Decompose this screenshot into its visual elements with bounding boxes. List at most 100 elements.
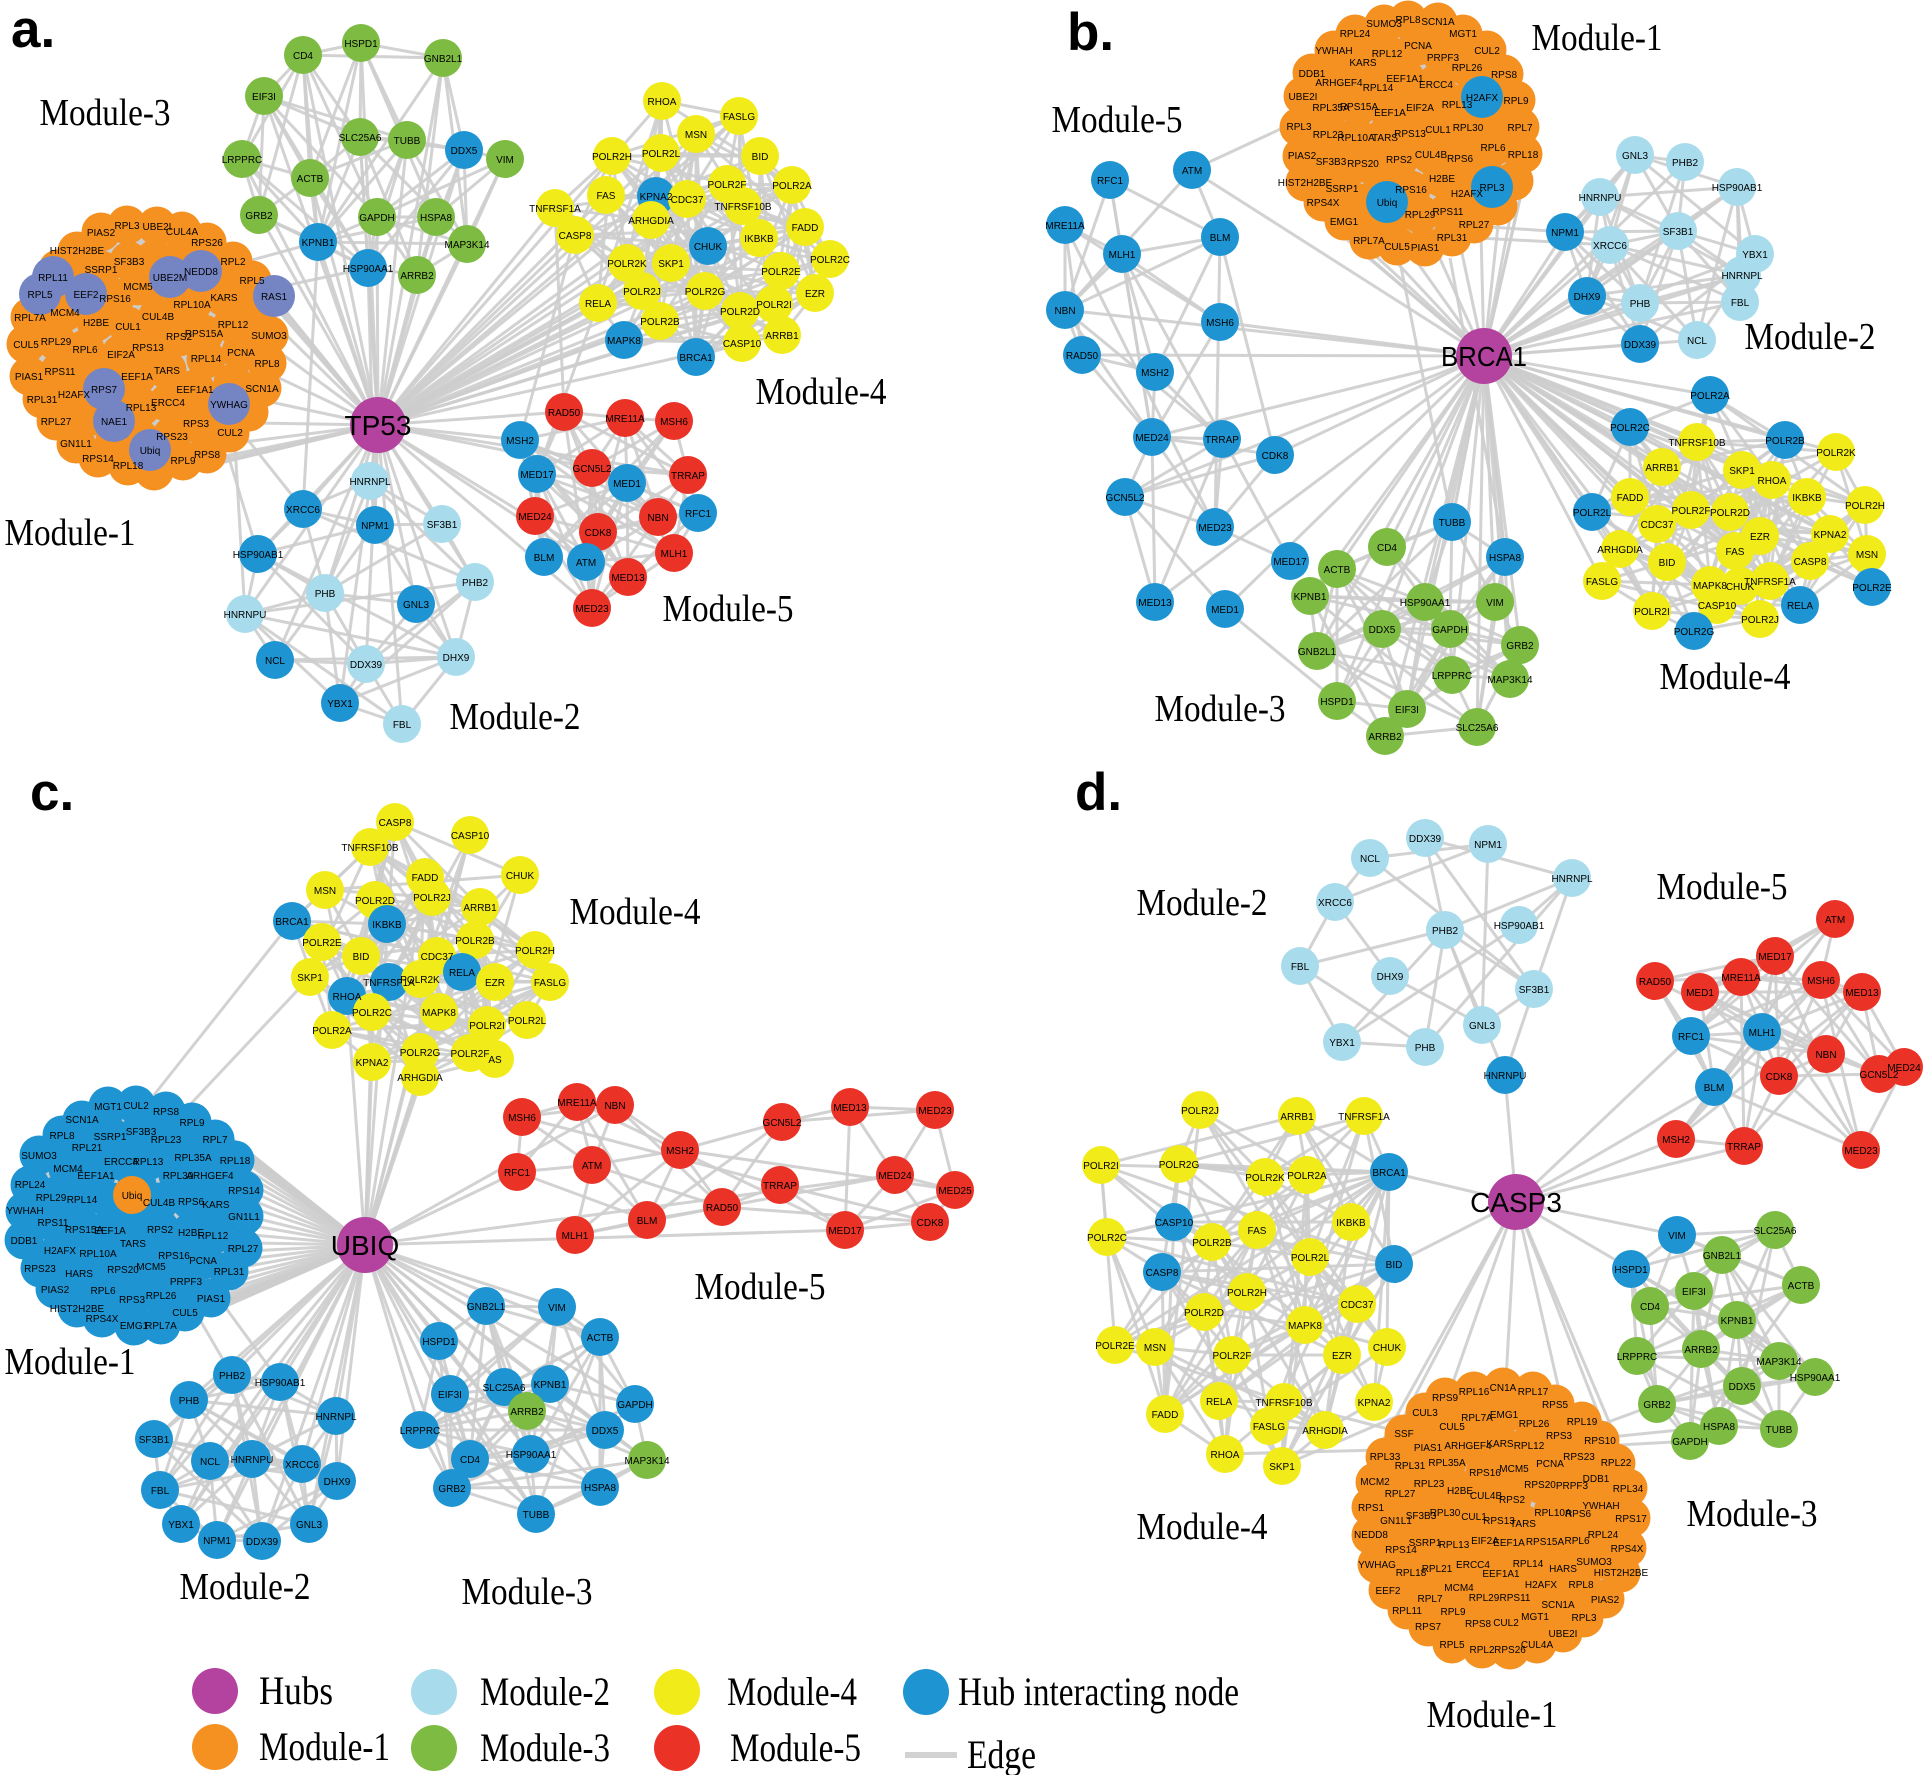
svg-text:RPL3: RPL3 (1286, 122, 1311, 133)
svg-text:Module-1: Module-1 (5, 512, 136, 554)
svg-text:NPM1: NPM1 (361, 521, 389, 532)
svg-text:RPL29: RPL29 (36, 1193, 67, 1204)
svg-text:SKP1: SKP1 (297, 973, 323, 984)
svg-text:MED23: MED23 (918, 1106, 952, 1117)
svg-text:FBL: FBL (151, 1486, 170, 1497)
svg-text:RPL9: RPL9 (179, 1118, 204, 1129)
svg-text:KARS: KARS (1486, 1439, 1514, 1450)
svg-text:MGT1: MGT1 (1449, 29, 1477, 40)
svg-text:RPS23: RPS23 (1563, 1452, 1595, 1463)
svg-text:MSH6: MSH6 (660, 417, 688, 428)
svg-text:YWHAH: YWHAH (1582, 1501, 1619, 1512)
svg-text:RAD50: RAD50 (1639, 977, 1672, 988)
svg-text:CDC37: CDC37 (1641, 520, 1674, 531)
svg-text:MAP3K14: MAP3K14 (624, 1456, 669, 1467)
svg-text:SCN1A: SCN1A (1421, 17, 1455, 28)
svg-text:SUMO3: SUMO3 (1576, 1557, 1612, 1568)
svg-text:EIF3I: EIF3I (1682, 1287, 1706, 1298)
svg-text:BID: BID (1659, 558, 1676, 569)
svg-text:HIST2H2BE: HIST2H2BE (1594, 1568, 1649, 1579)
svg-text:SKP1: SKP1 (1269, 1462, 1295, 1473)
svg-text:RPL23: RPL23 (1313, 130, 1344, 141)
svg-text:MRE11A: MRE11A (1045, 221, 1085, 232)
svg-text:EIF2A: EIF2A (1406, 103, 1434, 114)
svg-text:YWHAG: YWHAG (1358, 1560, 1396, 1571)
svg-text:HSPD1: HSPD1 (422, 1337, 456, 1348)
svg-text:EIF3I: EIF3I (438, 1390, 462, 1401)
svg-text:LRPPRC: LRPPRC (222, 155, 263, 166)
svg-text:MAPK8: MAPK8 (1288, 1321, 1322, 1332)
svg-text:SUMO3: SUMO3 (21, 1151, 57, 1162)
svg-text:TNFRSF10B: TNFRSF10B (341, 843, 399, 854)
svg-text:ARHGEF4: ARHGEF4 (1444, 1441, 1492, 1452)
svg-text:POLR2A: POLR2A (312, 1026, 352, 1037)
svg-text:CDK8: CDK8 (1262, 451, 1289, 462)
svg-text:CD4: CD4 (460, 1455, 480, 1466)
svg-text:SF3B3: SF3B3 (114, 257, 145, 268)
svg-text:MAP3K14: MAP3K14 (1756, 1357, 1801, 1368)
svg-text:MLH1: MLH1 (661, 549, 688, 560)
svg-text:HARS: HARS (1549, 1564, 1577, 1575)
svg-text:CASP10: CASP10 (1155, 1218, 1194, 1229)
svg-text:CASP8: CASP8 (559, 231, 592, 242)
svg-text:RPS11: RPS11 (45, 367, 76, 378)
svg-text:RPS15A: RPS15A (185, 329, 224, 340)
svg-text:CUL5: CUL5 (1384, 242, 1410, 253)
svg-text:RPS14: RPS14 (1385, 1545, 1417, 1556)
svg-text:TARS: TARS (1372, 133, 1398, 144)
svg-text:RPL6: RPL6 (90, 1286, 115, 1297)
svg-text:Ubiq: Ubiq (122, 1191, 143, 1202)
svg-text:CD4: CD4 (1640, 1302, 1660, 1313)
svg-text:VIM: VIM (496, 155, 514, 166)
svg-text:RPL27: RPL27 (1385, 1489, 1416, 1500)
svg-text:KPNA2: KPNA2 (640, 192, 673, 203)
svg-text:RPL24: RPL24 (1588, 1530, 1619, 1541)
svg-text:PIAS1: PIAS1 (1414, 1443, 1443, 1454)
svg-text:MCM5: MCM5 (1499, 1464, 1529, 1475)
svg-text:CUL4A: CUL4A (166, 227, 199, 238)
svg-text:CUL5: CUL5 (172, 1308, 198, 1319)
svg-text:EZR: EZR (485, 978, 505, 989)
svg-text:HSPA8: HSPA8 (420, 213, 452, 224)
svg-text:GNL3: GNL3 (1622, 151, 1649, 162)
svg-text:HNRNPL: HNRNPL (1551, 874, 1593, 885)
svg-text:POLR2G: POLR2G (1159, 1160, 1200, 1171)
svg-text:RPL29: RPL29 (1405, 210, 1436, 221)
svg-text:RPL31: RPL31 (1395, 1461, 1426, 1472)
svg-text:HSPD1: HSPD1 (344, 39, 378, 50)
svg-text:AS: AS (488, 1055, 502, 1066)
svg-text:H2AFX: H2AFX (44, 1246, 77, 1257)
svg-text:MCM4: MCM4 (1444, 1583, 1474, 1594)
svg-text:POLR2C: POLR2C (1087, 1233, 1127, 1244)
svg-text:RELA: RELA (1787, 601, 1813, 612)
svg-text:ARRB2: ARRB2 (1368, 732, 1402, 743)
svg-text:KPNB1: KPNB1 (1721, 1316, 1754, 1327)
svg-text:ARRB2: ARRB2 (1684, 1345, 1718, 1356)
svg-text:FBL: FBL (393, 720, 412, 731)
svg-text:RPL18: RPL18 (1508, 150, 1539, 161)
svg-text:RPS20: RPS20 (1524, 1480, 1556, 1491)
svg-text:ATM: ATM (1182, 166, 1202, 177)
svg-text:TARS: TARS (1510, 1519, 1536, 1530)
svg-text:RPS15A: RPS15A (1526, 1537, 1565, 1548)
svg-text:EEF1A1: EEF1A1 (1386, 74, 1424, 85)
svg-text:HSP90AB1: HSP90AB1 (233, 550, 284, 561)
svg-text:Module-5: Module-5 (695, 1266, 826, 1308)
svg-text:CHUK: CHUK (1726, 582, 1755, 593)
svg-text:POLR2H: POLR2H (515, 946, 555, 957)
svg-text:POLR2C: POLR2C (352, 1008, 392, 1019)
svg-text:CUL2: CUL2 (217, 428, 243, 439)
svg-text:NPM1: NPM1 (1551, 228, 1579, 239)
svg-text:Edge: Edge (967, 1732, 1036, 1775)
svg-text:ACTB: ACTB (1324, 565, 1351, 576)
svg-text:MSH2: MSH2 (506, 436, 534, 447)
svg-text:POLR2E: POLR2E (1852, 583, 1892, 594)
svg-text:PCNA: PCNA (1404, 41, 1432, 52)
svg-text:PIAS2: PIAS2 (87, 228, 116, 239)
svg-text:RPL19: RPL19 (1567, 1417, 1598, 1428)
svg-text:EEF1A: EEF1A (94, 1226, 126, 1237)
svg-text:HNRNPU: HNRNPU (231, 1455, 274, 1466)
svg-text:GNL3: GNL3 (1469, 1021, 1496, 1032)
svg-text:EEF1A: EEF1A (121, 372, 153, 383)
svg-text:POLR2I: POLR2I (469, 1021, 505, 1032)
